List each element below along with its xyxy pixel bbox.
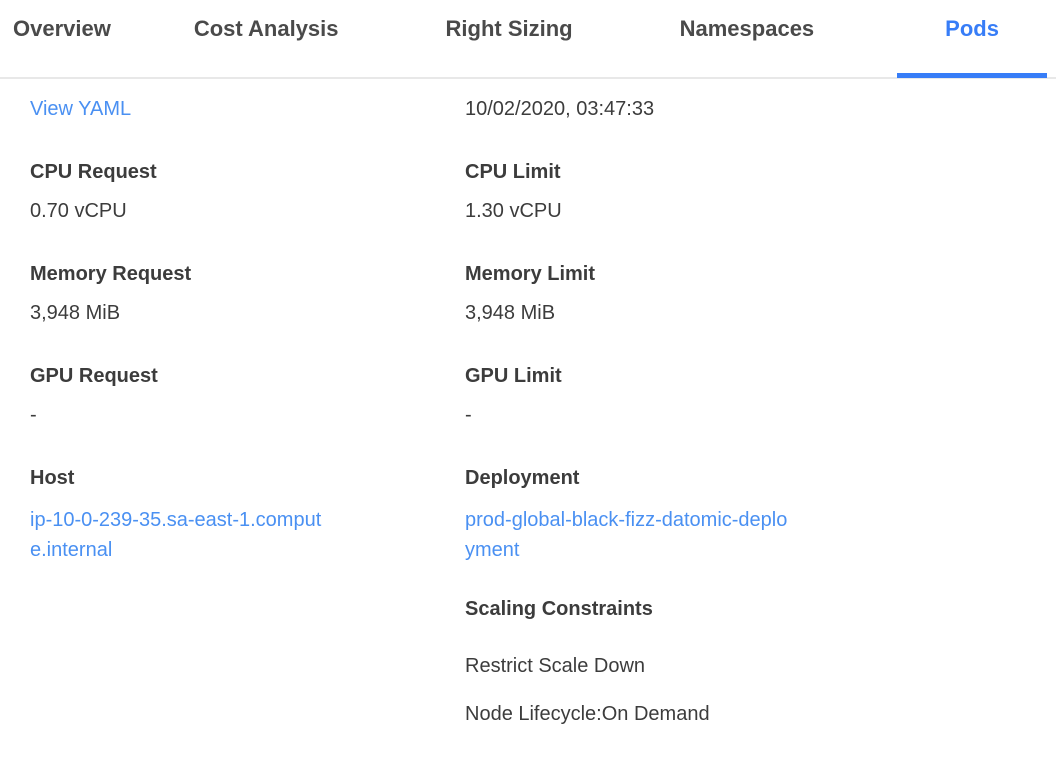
scaling-constraints-section: Scaling Constraints Restrict Scale Down … (465, 597, 1056, 726)
field-value: 0.70 vCPU (30, 200, 127, 222)
field-value: 3,948 MiB (30, 302, 121, 324)
scaling-constraints-label: Scaling Constraints (465, 598, 653, 620)
host-link[interactable]: ip-10-0-239-35.sa-east-1.compute.interna… (30, 509, 322, 561)
tab-bar: Overview Cost Analysis Right Sizing Name… (0, 0, 1056, 79)
field-value: - (30, 404, 37, 426)
field-cpu-request: CPU Request 0.70 vCPU (30, 160, 465, 223)
field-label: GPU Request (30, 365, 158, 387)
field-value: 3,948 MiB (465, 302, 556, 324)
field-label: CPU Request (30, 161, 157, 183)
timestamp: 10/02/2020, 03:47:33 (465, 98, 655, 120)
pod-details-panel: View YAML CPU Request 0.70 vCPU Memory R… (0, 79, 1056, 750)
scaling-constraint-restrict-scale-down: Restrict Scale Down (465, 655, 646, 677)
field-cpu-limit: CPU Limit 1.30 vCPU (465, 160, 1056, 223)
field-label: Memory Request (30, 263, 192, 285)
deployment-link[interactable]: prod-global-black-fizz-datomic-deploymen… (465, 509, 788, 561)
view-yaml-link[interactable]: View YAML (30, 98, 132, 120)
tab-namespaces[interactable]: Namespaces (679, 16, 815, 41)
field-label: GPU Limit (465, 365, 562, 387)
tab-cost-analysis[interactable]: Cost Analysis (193, 16, 339, 41)
field-label: Memory Limit (465, 263, 596, 285)
tab-overview[interactable]: Overview (13, 16, 111, 41)
tab-pods[interactable]: Pods (897, 0, 1047, 78)
tab-right-sizing[interactable]: Right Sizing (445, 16, 573, 41)
field-gpu-request: GPU Request - (30, 364, 465, 427)
field-memory-limit: Memory Limit 3,948 MiB (465, 262, 1056, 325)
field-gpu-limit: GPU Limit - (465, 364, 1056, 427)
details-right-column: 10/02/2020, 03:47:33 CPU Limit 1.30 vCPU… (465, 97, 1056, 750)
field-value: 1.30 vCPU (465, 200, 562, 222)
field-label: Host (30, 467, 75, 489)
field-label: Deployment (465, 467, 580, 489)
scaling-constraint-node-lifecycle: Node Lifecycle:On Demand (465, 703, 710, 725)
field-host: Host ip-10-0-239-35.sa-east-1.compute.in… (30, 466, 465, 565)
field-value: - (465, 404, 472, 426)
details-left-column: View YAML CPU Request 0.70 vCPU Memory R… (30, 97, 465, 597)
field-deployment: Deployment prod-global-black-fizz-datomi… (465, 466, 1056, 565)
field-memory-request: Memory Request 3,948 MiB (30, 262, 465, 325)
field-label: CPU Limit (465, 161, 561, 183)
